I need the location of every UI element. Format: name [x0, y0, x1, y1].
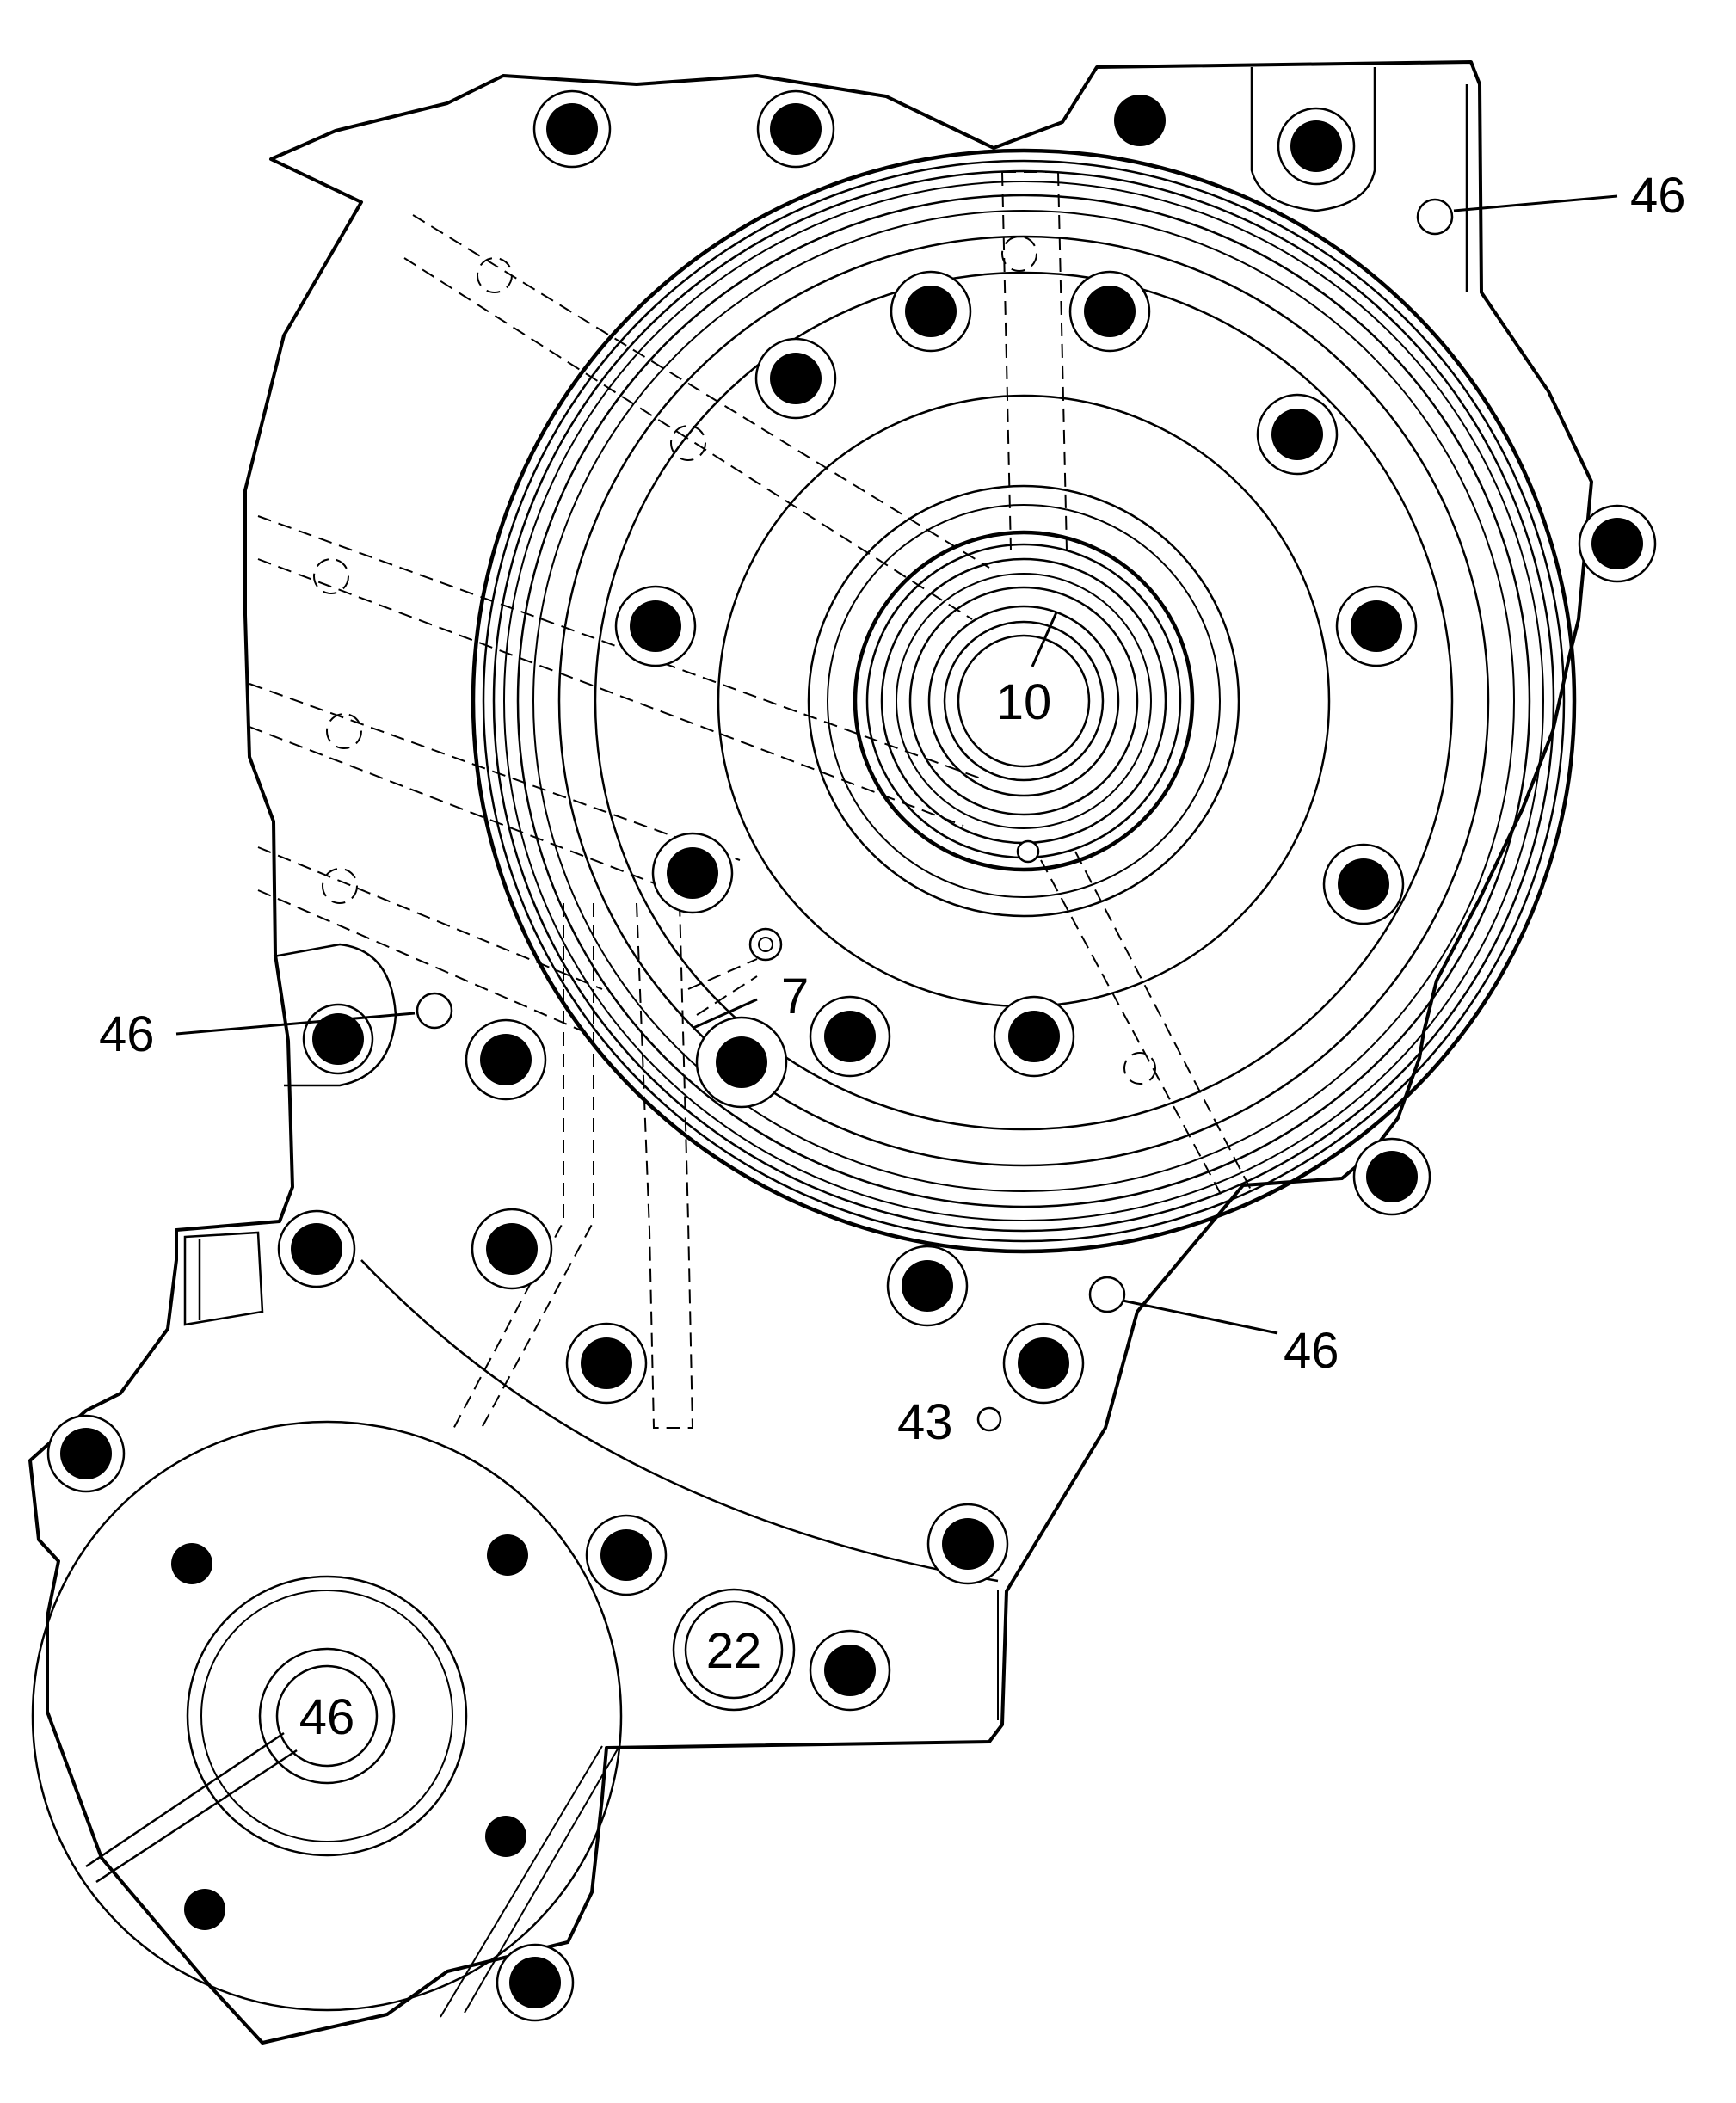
- bolt-pattern: [46, 89, 1657, 2022]
- bolt: [809, 1629, 891, 1712]
- callout-43-small-hole: 43: [897, 1394, 953, 1450]
- bolt: [1002, 1322, 1085, 1405]
- bolt: [585, 1514, 668, 1596]
- hidden-passages: [249, 214, 1253, 1433]
- bolt: [754, 337, 837, 420]
- top-right-tab: [1250, 67, 1376, 212]
- small-hole-43: [976, 1406, 1002, 1432]
- dowel-hole-lower-right: [1088, 1276, 1126, 1313]
- callout-22-plug: 22: [706, 1623, 762, 1679]
- lower-left-lug: [183, 1231, 264, 1326]
- bolt: [302, 1003, 374, 1075]
- bolt: [809, 995, 891, 1078]
- bolt: [496, 1943, 575, 2022]
- bolt: [465, 1018, 547, 1101]
- bolt: [756, 89, 835, 169]
- bolt: [1352, 1137, 1431, 1216]
- bolt: [471, 1208, 553, 1290]
- leader-46-top-right: [1453, 194, 1618, 212]
- callout-46-bottom-left: 46: [299, 1689, 355, 1745]
- bolt: [1578, 504, 1657, 583]
- bolt: [926, 1503, 1009, 1585]
- bolt: [1114, 95, 1166, 146]
- case-outline: [28, 60, 1593, 2045]
- plug-22-boss: [672, 1588, 796, 1712]
- leader-10: [1031, 612, 1058, 667]
- hub-oil-hole: [1016, 839, 1040, 864]
- callout-10-center-hub: 10: [996, 674, 1052, 730]
- callout-7-port: 7: [781, 968, 809, 1024]
- dowel-hole-top-right: [1416, 198, 1454, 236]
- bolt: [993, 995, 1075, 1078]
- plug-22: [684, 1600, 784, 1700]
- hub-passage: [1001, 171, 1068, 551]
- port-7-fitting: [748, 927, 783, 962]
- bolt: [1256, 393, 1339, 476]
- dowel-hole-left: [416, 992, 453, 1030]
- leader-46-lower-right: [1122, 1299, 1278, 1335]
- callout-46-top-right: 46: [1630, 168, 1686, 224]
- callout-46-lower-right: 46: [1284, 1323, 1339, 1379]
- bolt: [532, 89, 612, 169]
- bolt: [46, 1414, 126, 1493]
- bolt: [890, 270, 972, 353]
- callout-46-left: 46: [99, 1006, 155, 1062]
- leader-7: [693, 998, 758, 1030]
- bolt: [695, 1016, 788, 1109]
- bolt: [886, 1245, 969, 1327]
- bolt: [1335, 585, 1418, 667]
- bolt: [1322, 843, 1405, 925]
- body-sweep-line: [360, 1259, 999, 1583]
- bolt: [614, 585, 697, 667]
- lower-left-cover: [31, 1420, 623, 2018]
- leader-46-left: [175, 1012, 416, 1036]
- bolt: [1277, 107, 1356, 186]
- bolt: [277, 1209, 356, 1288]
- port-7-fitting-inner: [758, 937, 773, 952]
- bolt: [651, 832, 734, 914]
- bolt: [1068, 270, 1151, 353]
- bolt: [565, 1322, 648, 1405]
